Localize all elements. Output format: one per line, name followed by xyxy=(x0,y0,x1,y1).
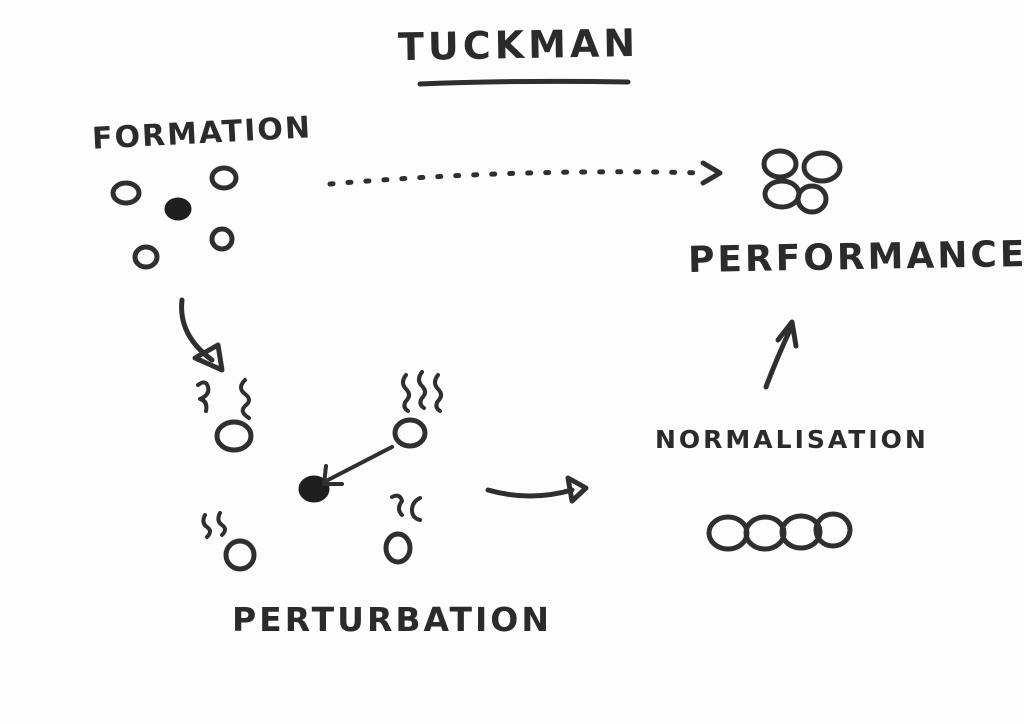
squiggle xyxy=(216,511,227,537)
squiggle xyxy=(433,373,443,413)
formation-group xyxy=(110,165,239,270)
perturbation-group xyxy=(196,370,443,572)
squiggle xyxy=(410,496,422,522)
member-circle xyxy=(762,178,802,210)
member-circle xyxy=(132,244,160,270)
squiggle xyxy=(196,380,211,413)
member-circle xyxy=(743,514,787,552)
member-circle xyxy=(223,538,257,572)
performance-group xyxy=(761,148,843,215)
perturbation-label: PERTURBATION xyxy=(232,600,552,639)
leader-dot xyxy=(298,475,330,503)
member-circle xyxy=(110,180,142,206)
member-circle xyxy=(392,417,428,449)
arrow-to-perturbation xyxy=(179,297,225,373)
squiggle xyxy=(201,513,212,539)
member-circle xyxy=(209,226,235,252)
member-circle xyxy=(761,148,799,180)
arrow-to-leader xyxy=(326,445,394,482)
squiggle xyxy=(239,378,251,420)
member-circle xyxy=(706,514,750,552)
arrow-to-normalisation xyxy=(485,475,589,504)
title-underline xyxy=(417,78,631,87)
dotted-arrow-to-performance xyxy=(327,160,723,187)
member-circle xyxy=(214,419,254,453)
member-circle xyxy=(779,513,823,551)
leader-dot xyxy=(164,197,192,221)
member-circle xyxy=(209,165,239,191)
squiggle xyxy=(401,373,411,413)
normalisation-group xyxy=(706,511,853,552)
member-circle xyxy=(795,183,829,215)
member-circle xyxy=(383,531,413,565)
squiggle xyxy=(390,493,404,517)
arrow-to-performance xyxy=(763,319,799,390)
normalisation-label: NORMALISATION xyxy=(655,425,929,454)
member-circle xyxy=(813,511,853,549)
squiggle xyxy=(417,370,427,410)
member-circle xyxy=(801,150,843,184)
